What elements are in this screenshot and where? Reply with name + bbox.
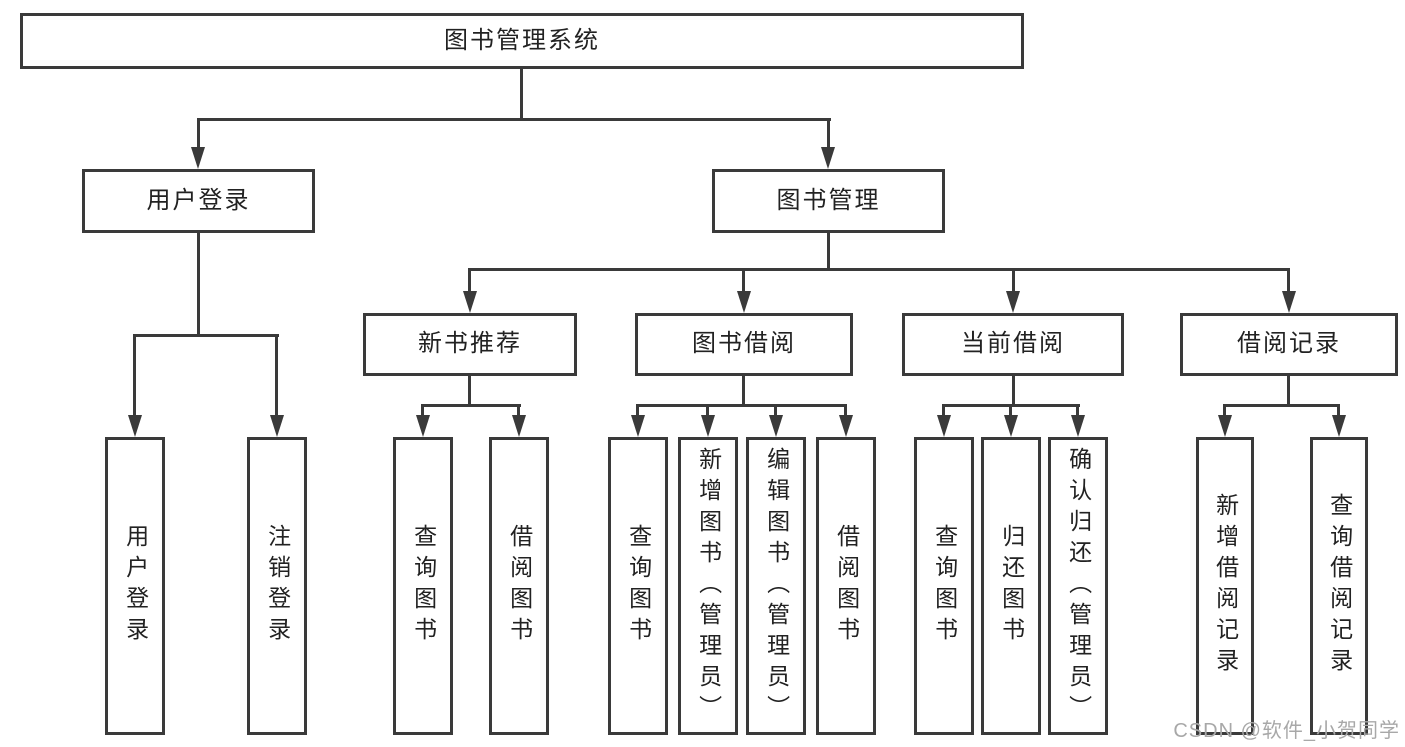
arrowhead-down [270,415,284,437]
connector-line [706,404,709,417]
arrowhead-down [1006,291,1020,313]
node-library-management-system: 图书管理系统 [20,13,1024,69]
connector-line [421,404,424,417]
leaf-borrow-book: 借阅图书 [489,437,549,735]
node-new-book-recommend: 新书推荐 [363,313,577,376]
connector-line [275,334,278,415]
connector-line [468,268,1290,271]
connector-line [517,404,520,417]
arrowhead-down [1332,415,1346,437]
connector-line [468,376,471,407]
node-current-borrow: 当前借阅 [902,313,1124,376]
connector-line [827,118,830,151]
node-book-management: 图书管理 [712,169,945,233]
connector-line [1009,404,1012,417]
arrowhead-down [1004,415,1018,437]
connector-line [1223,404,1340,407]
connector-line [1012,268,1015,293]
connector-line [636,404,639,417]
connector-line [742,376,745,407]
connector-line [197,118,200,151]
leaf-query-borrow-record: 查询借阅记录 [1310,437,1368,735]
arrowhead-down [191,147,205,169]
connector-line [1287,268,1290,293]
leaf-add-book-admin: 新增图书（管理员） [678,437,738,735]
connector-line [636,404,847,407]
arrowhead-down [769,415,783,437]
leaf-user-login: 用户登录 [105,437,165,735]
arrowhead-down [1071,415,1085,437]
leaf-query-book: 查询图书 [608,437,668,735]
arrowhead-down [631,415,645,437]
node-book-borrow: 图书借阅 [635,313,853,376]
connector-line [1223,404,1226,417]
leaf-return-book: 归还图书 [981,437,1041,735]
connector-line [468,268,471,293]
connector-line [844,404,847,417]
connector-line [520,69,523,121]
connector-line [421,404,521,407]
arrowhead-down [821,147,835,169]
connector-line [827,233,830,271]
watermark: CSDN @软件_小贺同学 [1173,720,1400,742]
arrowhead-down [128,415,142,437]
connector-line [942,404,945,417]
leaf-confirm-return-admin: 确认归还（管理员） [1048,437,1108,735]
arrowhead-down [416,415,430,437]
arrowhead-down [512,415,526,437]
connector-line [1012,376,1015,407]
connector-line [197,233,200,337]
connector-line [197,118,831,121]
connector-line [1287,376,1290,407]
connector-line [1076,404,1079,417]
node-user-login: 用户登录 [82,169,315,233]
leaf-query-book: 查询图书 [393,437,453,735]
connector-line [774,404,777,417]
leaf-query-book: 查询图书 [914,437,974,735]
arrowhead-down [839,415,853,437]
leaf-edit-book-admin: 编辑图书（管理员） [746,437,806,735]
arrowhead-down [1282,291,1296,313]
connector-line [1337,404,1340,417]
arrowhead-down [1218,415,1232,437]
connector-line [133,334,279,337]
arrowhead-down [463,291,477,313]
arrowhead-down [937,415,951,437]
arrowhead-down [737,291,751,313]
leaf-logout: 注销登录 [247,437,307,735]
connector-line [133,334,136,415]
node-borrow-records: 借阅记录 [1180,313,1398,376]
connector-line [742,268,745,293]
leaf-add-borrow-record: 新增借阅记录 [1196,437,1254,735]
leaf-borrow-book: 借阅图书 [816,437,876,735]
arrowhead-down [701,415,715,437]
